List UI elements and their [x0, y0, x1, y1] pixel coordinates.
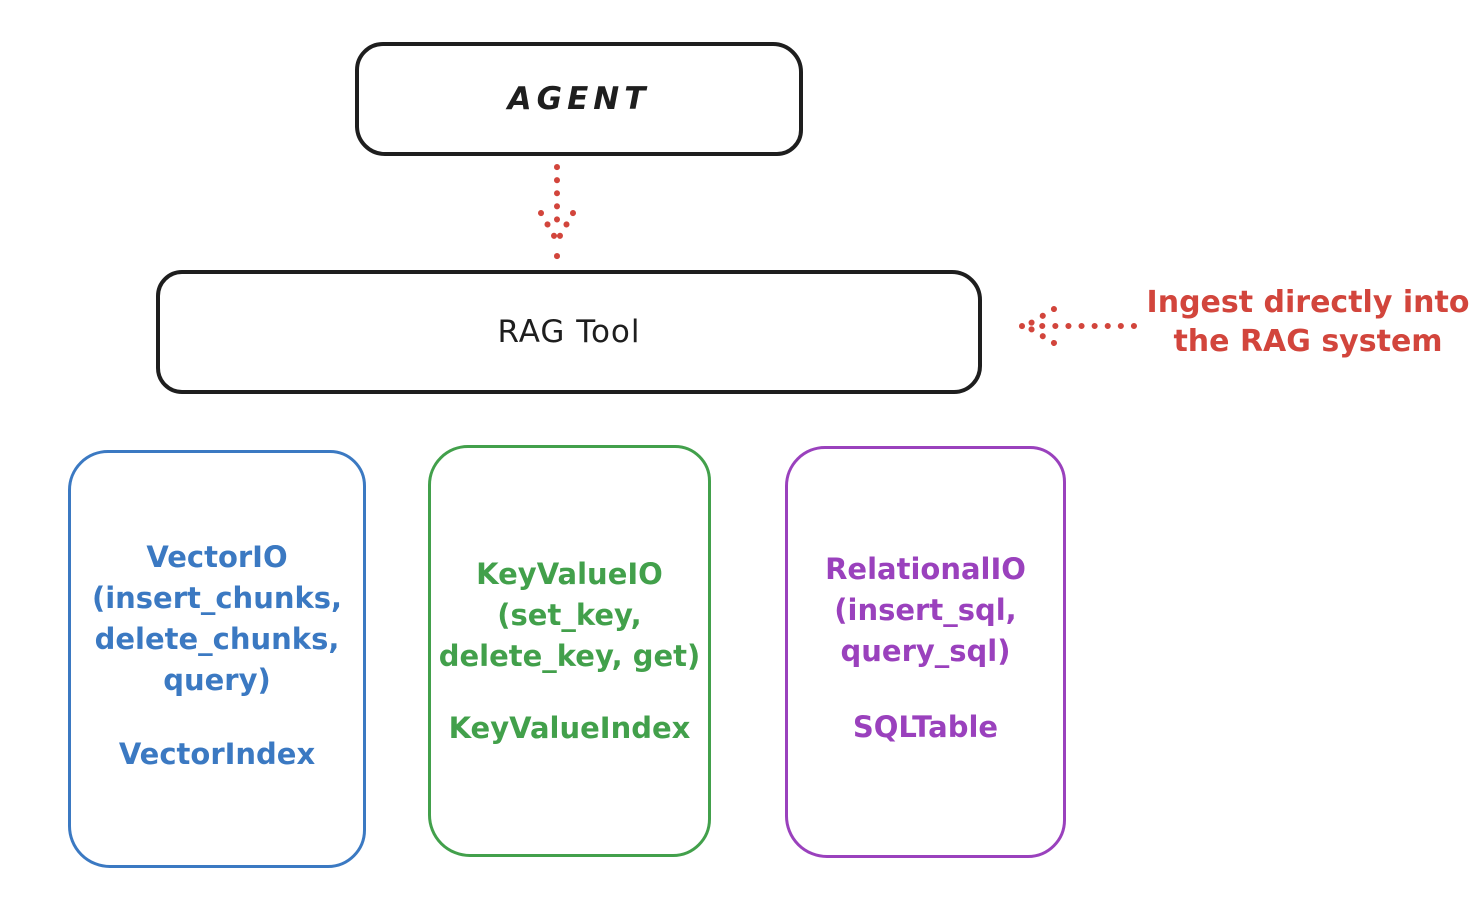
backend-index-label: VectorIndex — [118, 737, 316, 771]
backend-methods-line: delete_chunks, — [94, 622, 340, 656]
ingest-annotation-line1: Ingest directly into — [1146, 285, 1470, 320]
dotted-left-arrow-icon — [1019, 306, 1137, 346]
ingest-annotation: Ingest directly into the RAG system — [1138, 283, 1478, 361]
agent-box: AGENT — [355, 42, 803, 156]
rag-tool-label: RAG Tool — [497, 314, 641, 350]
backend-box-relational-io: RelationalIO (insert_sql, query_sql) SQL… — [785, 446, 1066, 858]
agent-to-rag-arrow — [534, 163, 580, 269]
backend-methods-line: query_sql) — [840, 634, 1011, 668]
agent-label: AGENT — [507, 81, 651, 117]
dotted-down-arrow-icon — [538, 164, 576, 260]
backend-title: RelationalIO — [825, 552, 1026, 586]
ingest-annotation-line2: the RAG system — [1173, 324, 1443, 359]
backend-title: KeyValueIO — [476, 557, 663, 591]
annotation-to-rag-arrow — [1014, 302, 1138, 354]
backend-box-vector-io: VectorIO (insert_chunks, delete_chunks, … — [68, 450, 366, 868]
backend-methods-line: (insert_chunks, — [91, 581, 343, 615]
backend-methods-line: query) — [163, 663, 271, 697]
backend-methods-line: delete_key, get) — [438, 639, 701, 673]
backend-index-label: SQLTable — [852, 710, 999, 744]
backend-title: VectorIO — [146, 540, 288, 574]
backend-box-keyvalue-io: KeyValueIO (set_key, delete_key, get) Ke… — [428, 445, 711, 857]
rag-tool-box: RAG Tool — [156, 270, 982, 394]
backend-methods-line: (insert_sql, — [834, 593, 1017, 627]
backend-methods-line: (set_key, — [497, 598, 642, 632]
backend-index-label: KeyValueIndex — [448, 711, 691, 745]
